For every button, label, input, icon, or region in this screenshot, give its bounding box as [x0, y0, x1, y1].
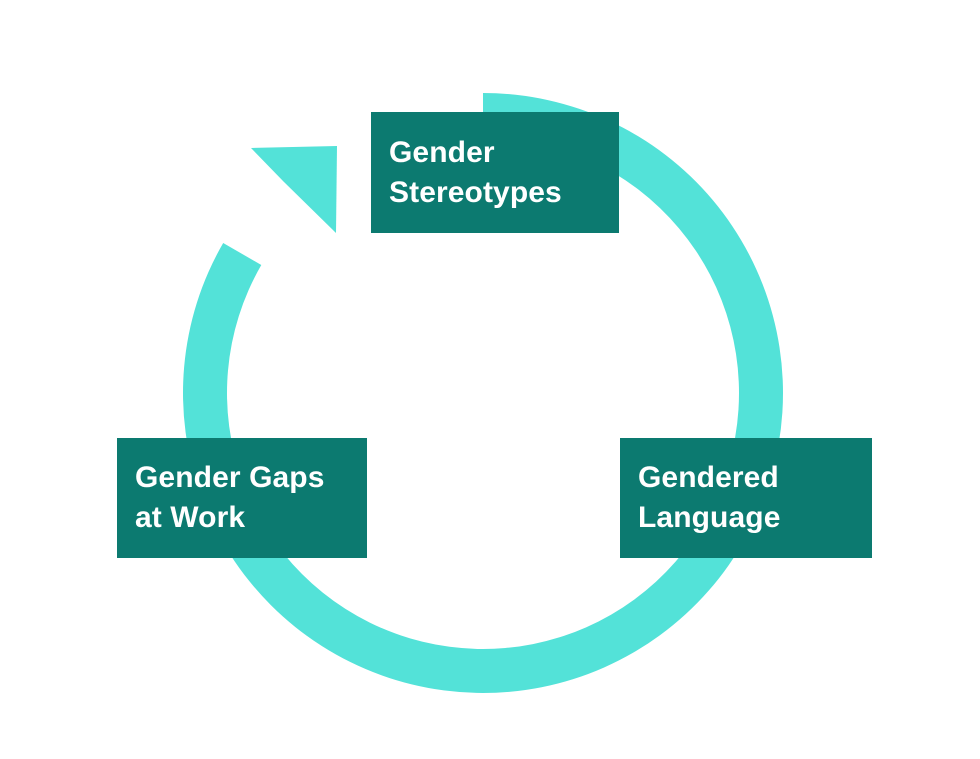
- cycle-arrow-head-icon: [251, 146, 337, 233]
- node-gender-gaps-at-work-label: Gender Gaps at Work: [135, 461, 325, 534]
- node-gender-gaps-at-work[interactable]: Gender Gaps at Work: [117, 438, 367, 558]
- node-gender-stereotypes-label: Gender Stereotypes: [389, 135, 562, 209]
- node-gender-stereotypes[interactable]: Gender Stereotypes: [371, 112, 619, 233]
- node-gendered-language[interactable]: Gendered Language: [620, 438, 872, 558]
- cycle-arrow-group: [182, 93, 783, 693]
- node-gendered-language-label: Gendered Language: [638, 461, 781, 534]
